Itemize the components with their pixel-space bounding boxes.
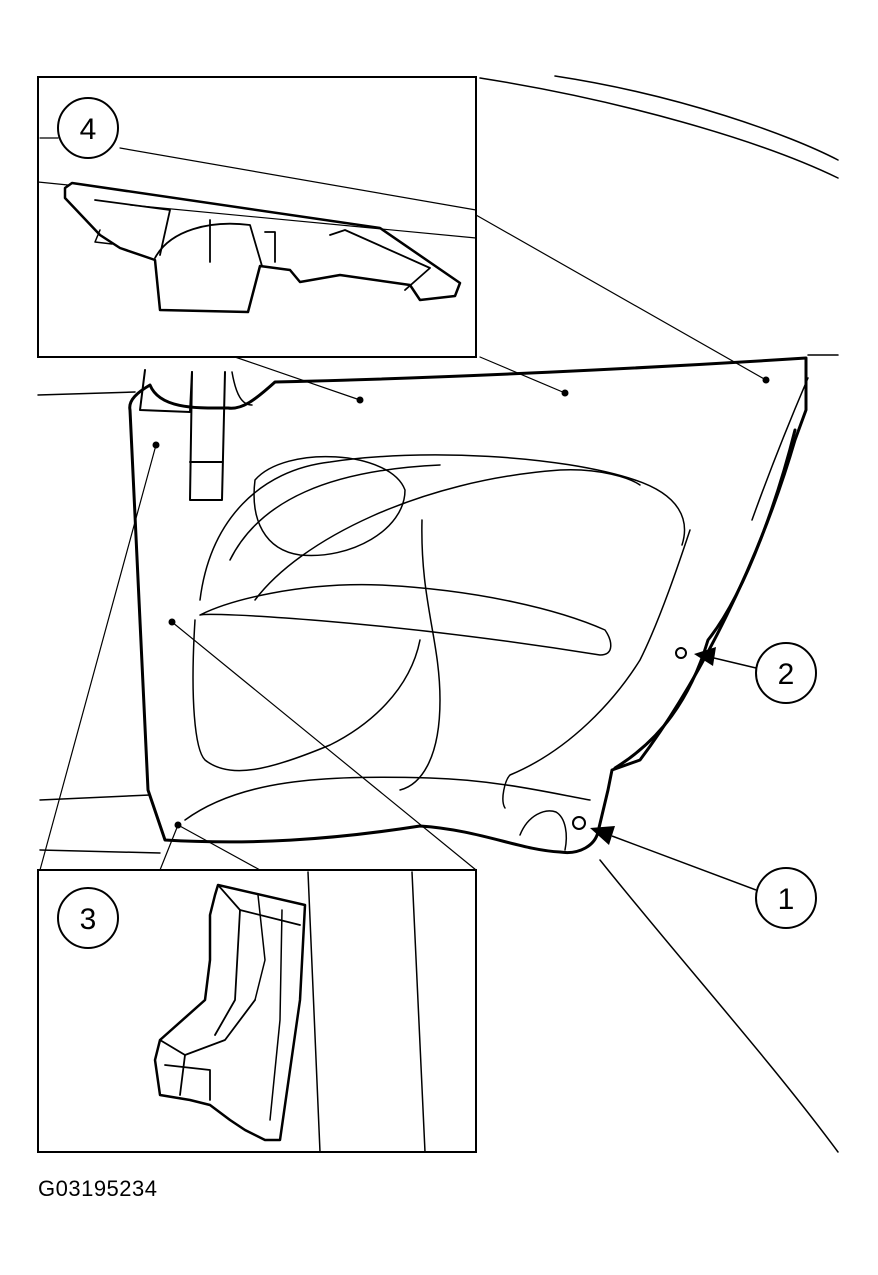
callout-2-arrowhead bbox=[694, 647, 716, 666]
callout-1-arrowhead bbox=[590, 826, 615, 845]
callout-3-label: 3 bbox=[80, 903, 97, 936]
callout-2-label: 2 bbox=[778, 658, 795, 691]
vehicle-body-outline bbox=[37, 75, 839, 1153]
detail-box-3: 3 bbox=[37, 869, 477, 1153]
quarter-trim-panel bbox=[128, 356, 809, 855]
callout-4-label: 4 bbox=[80, 113, 97, 146]
callout-1: 1 bbox=[590, 826, 817, 929]
figure-reference-code: G03195234 bbox=[38, 1176, 158, 1201]
clip-3-illustration bbox=[153, 883, 307, 1142]
clip-4-illustration bbox=[63, 181, 462, 314]
callout-1-label: 1 bbox=[778, 883, 795, 916]
detail-box-4: 4 bbox=[37, 76, 477, 358]
callout-2: 2 bbox=[694, 642, 817, 704]
callout-3: 3 bbox=[57, 887, 119, 949]
callout-4: 4 bbox=[57, 97, 119, 159]
